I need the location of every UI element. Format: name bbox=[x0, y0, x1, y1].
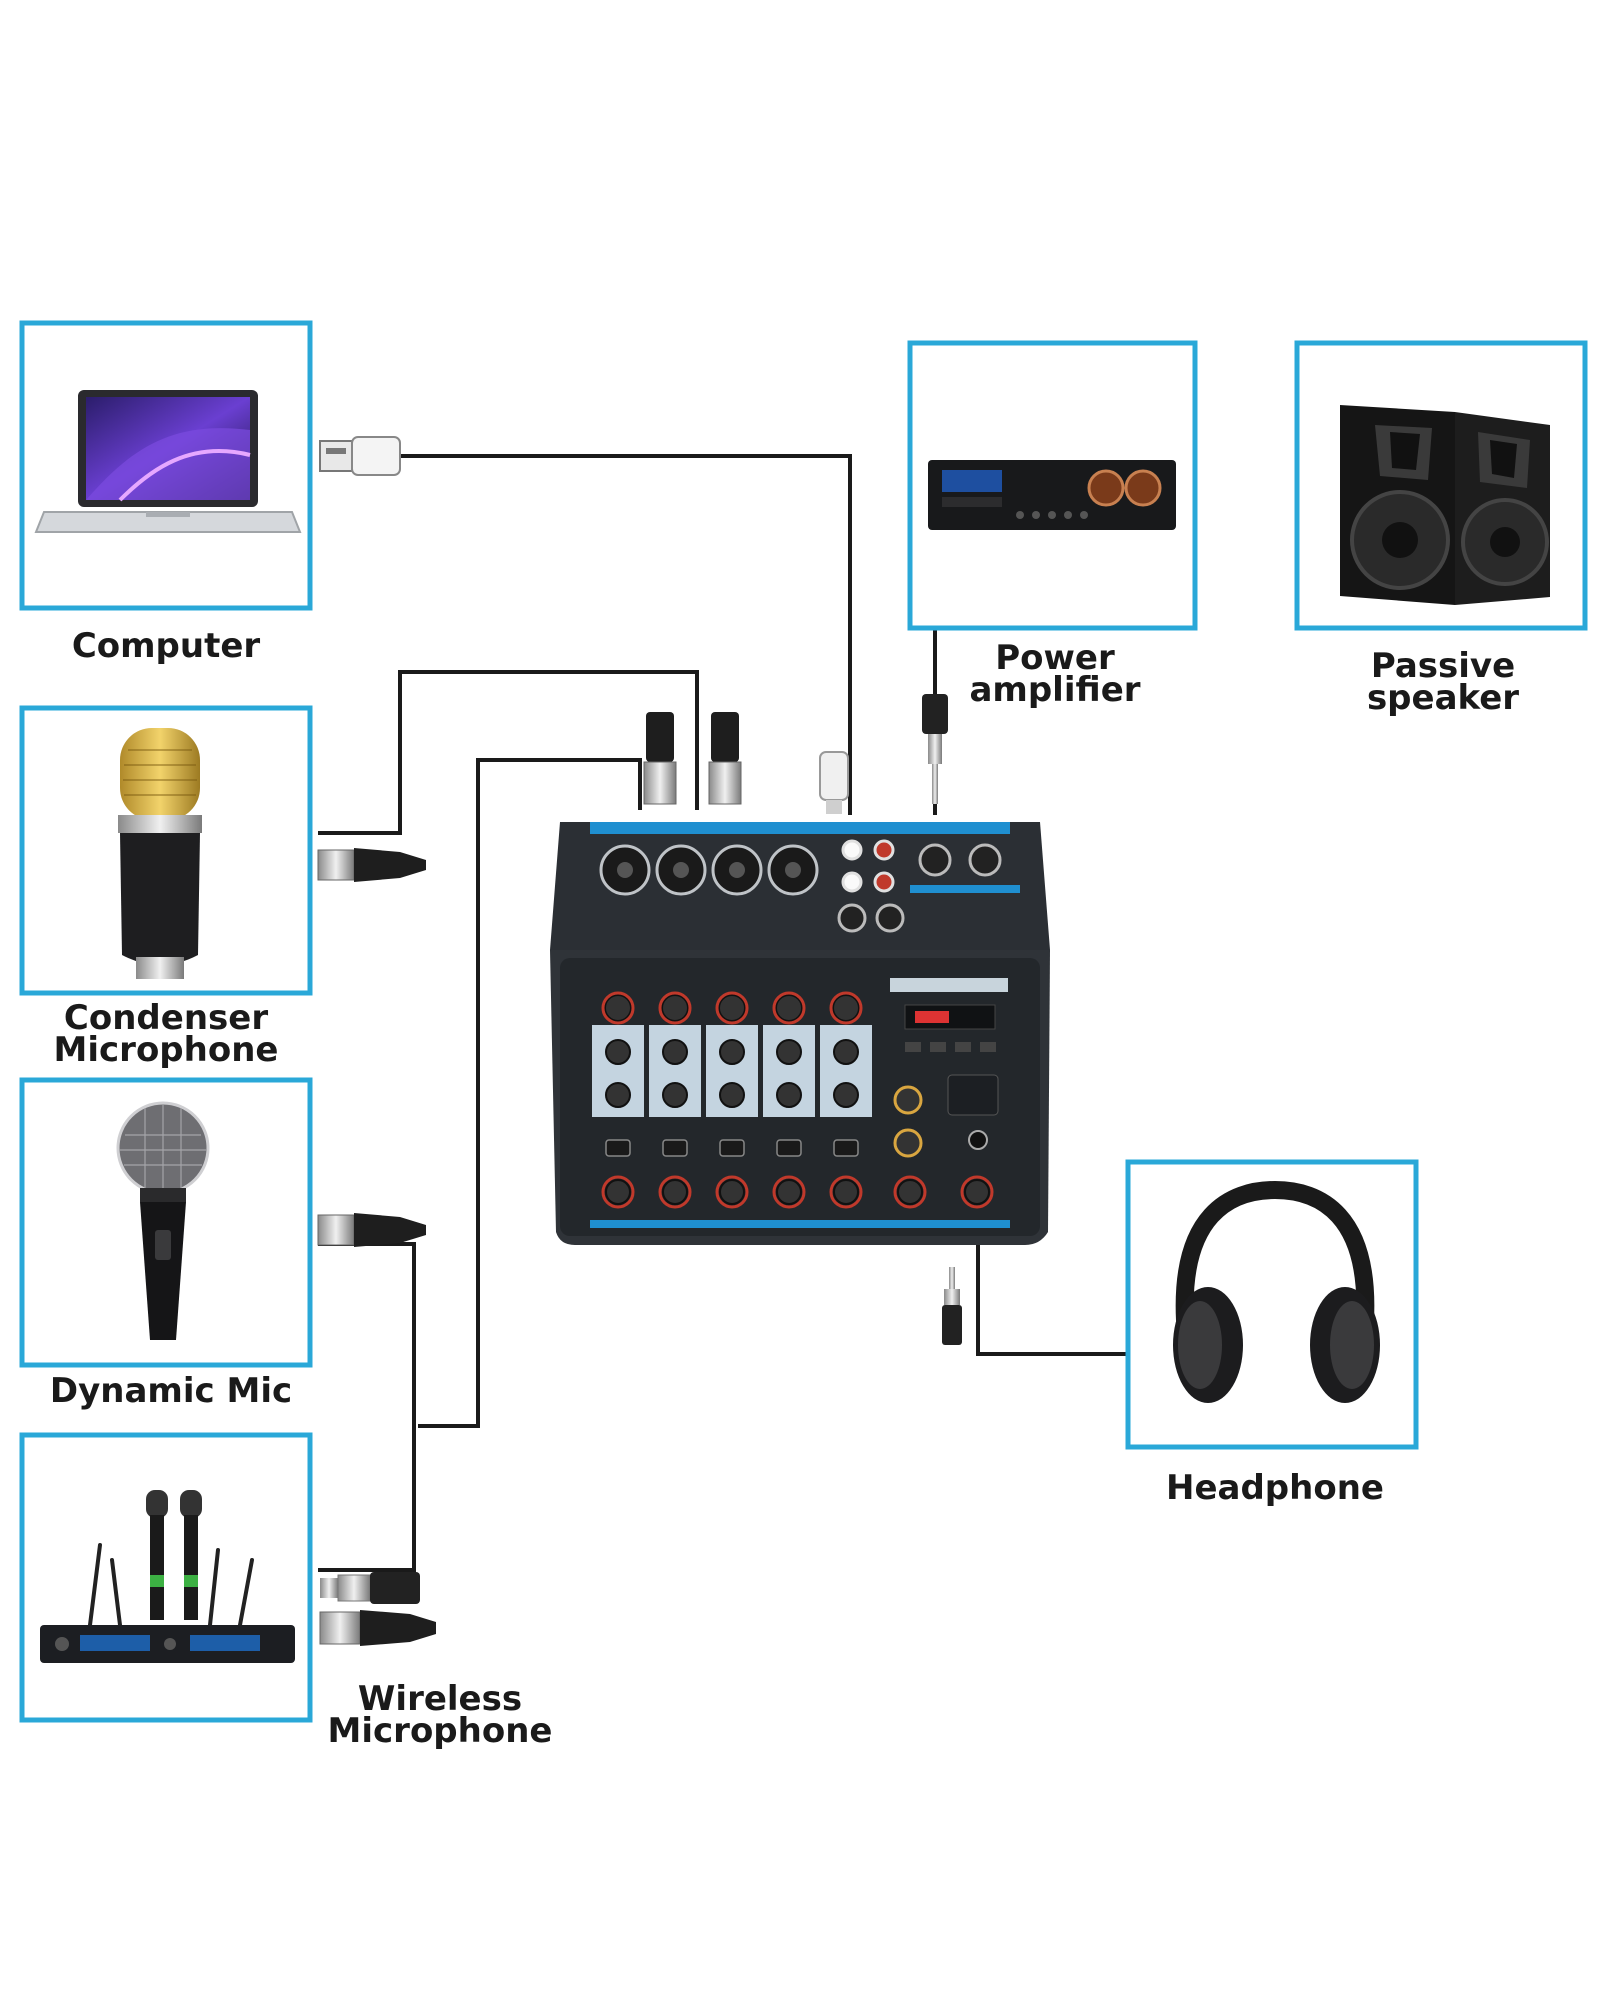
label-computer: Computer bbox=[71, 626, 261, 666]
frame-computer bbox=[19, 320, 313, 611]
frame-dynamic-mic bbox=[19, 1077, 313, 1368]
frame-condenser-mic bbox=[19, 705, 313, 996]
cable-wireless-xlr bbox=[418, 758, 642, 1428]
label-wireless-mic-line1: Wireless bbox=[357, 1679, 523, 1719]
laptop-icon bbox=[34, 390, 302, 533]
label-passive-speaker-line2: speaker bbox=[1366, 678, 1520, 718]
xlr-connector-icon bbox=[643, 712, 677, 805]
jack-plug-icon bbox=[942, 1267, 962, 1345]
dynamic-mic-icon bbox=[116, 1101, 210, 1340]
label-wireless-mic-line2: Microphone bbox=[327, 1711, 553, 1751]
label-power-amp: Power amplifier bbox=[930, 638, 1180, 710]
label-headphone: Headphone bbox=[1166, 1468, 1384, 1508]
label-passive-speaker-line1: Passive bbox=[1370, 646, 1516, 686]
frame-headphone bbox=[1125, 1159, 1419, 1450]
condenser-mic-icon bbox=[118, 728, 202, 979]
label-wireless-mic: Wireless Microphone bbox=[300, 1679, 580, 1751]
xlr-connector-icon bbox=[317, 848, 426, 882]
label-passive-speaker: Passive speaker bbox=[1318, 646, 1568, 718]
cable-headphone bbox=[976, 1225, 1126, 1356]
cable-condenser-xlr bbox=[318, 670, 699, 835]
channel-strips bbox=[590, 991, 1010, 1228]
xlr-connector-icon bbox=[708, 712, 742, 805]
cable-computer-usb bbox=[400, 454, 852, 815]
usb-plug-icon bbox=[819, 751, 849, 814]
label-power-amp-line2: amplifier bbox=[969, 670, 1141, 710]
audio-mixer-icon bbox=[550, 822, 1050, 1245]
frame-passive-speaker bbox=[1294, 340, 1588, 631]
amplifier-icon bbox=[928, 460, 1176, 530]
xlr-connector-icon bbox=[319, 1610, 436, 1646]
frame-wireless-mic bbox=[19, 1432, 313, 1723]
label-dynamic-mic: Dynamic Mic bbox=[49, 1371, 293, 1411]
usb-plug-icon bbox=[319, 436, 401, 476]
device-frames bbox=[19, 320, 1588, 1723]
frame-power-amp bbox=[907, 340, 1198, 631]
label-power-amp-line1: Power bbox=[995, 638, 1115, 678]
label-condenser-mic: Condenser Microphone bbox=[16, 998, 316, 1070]
jack-adapter-icon bbox=[922, 694, 948, 804]
speaker-icon bbox=[1340, 405, 1550, 605]
wireless-receiver-icon bbox=[40, 1490, 295, 1663]
jack-adapter-icon bbox=[320, 1572, 420, 1604]
label-condenser-mic-line2: Microphone bbox=[53, 1030, 279, 1070]
cable-dynamic-mic bbox=[318, 1242, 416, 1572]
xlr-connector-icon bbox=[317, 1213, 426, 1247]
label-condenser-mic-line1: Condenser bbox=[63, 998, 269, 1038]
headphone-icon bbox=[1173, 1180, 1380, 1403]
